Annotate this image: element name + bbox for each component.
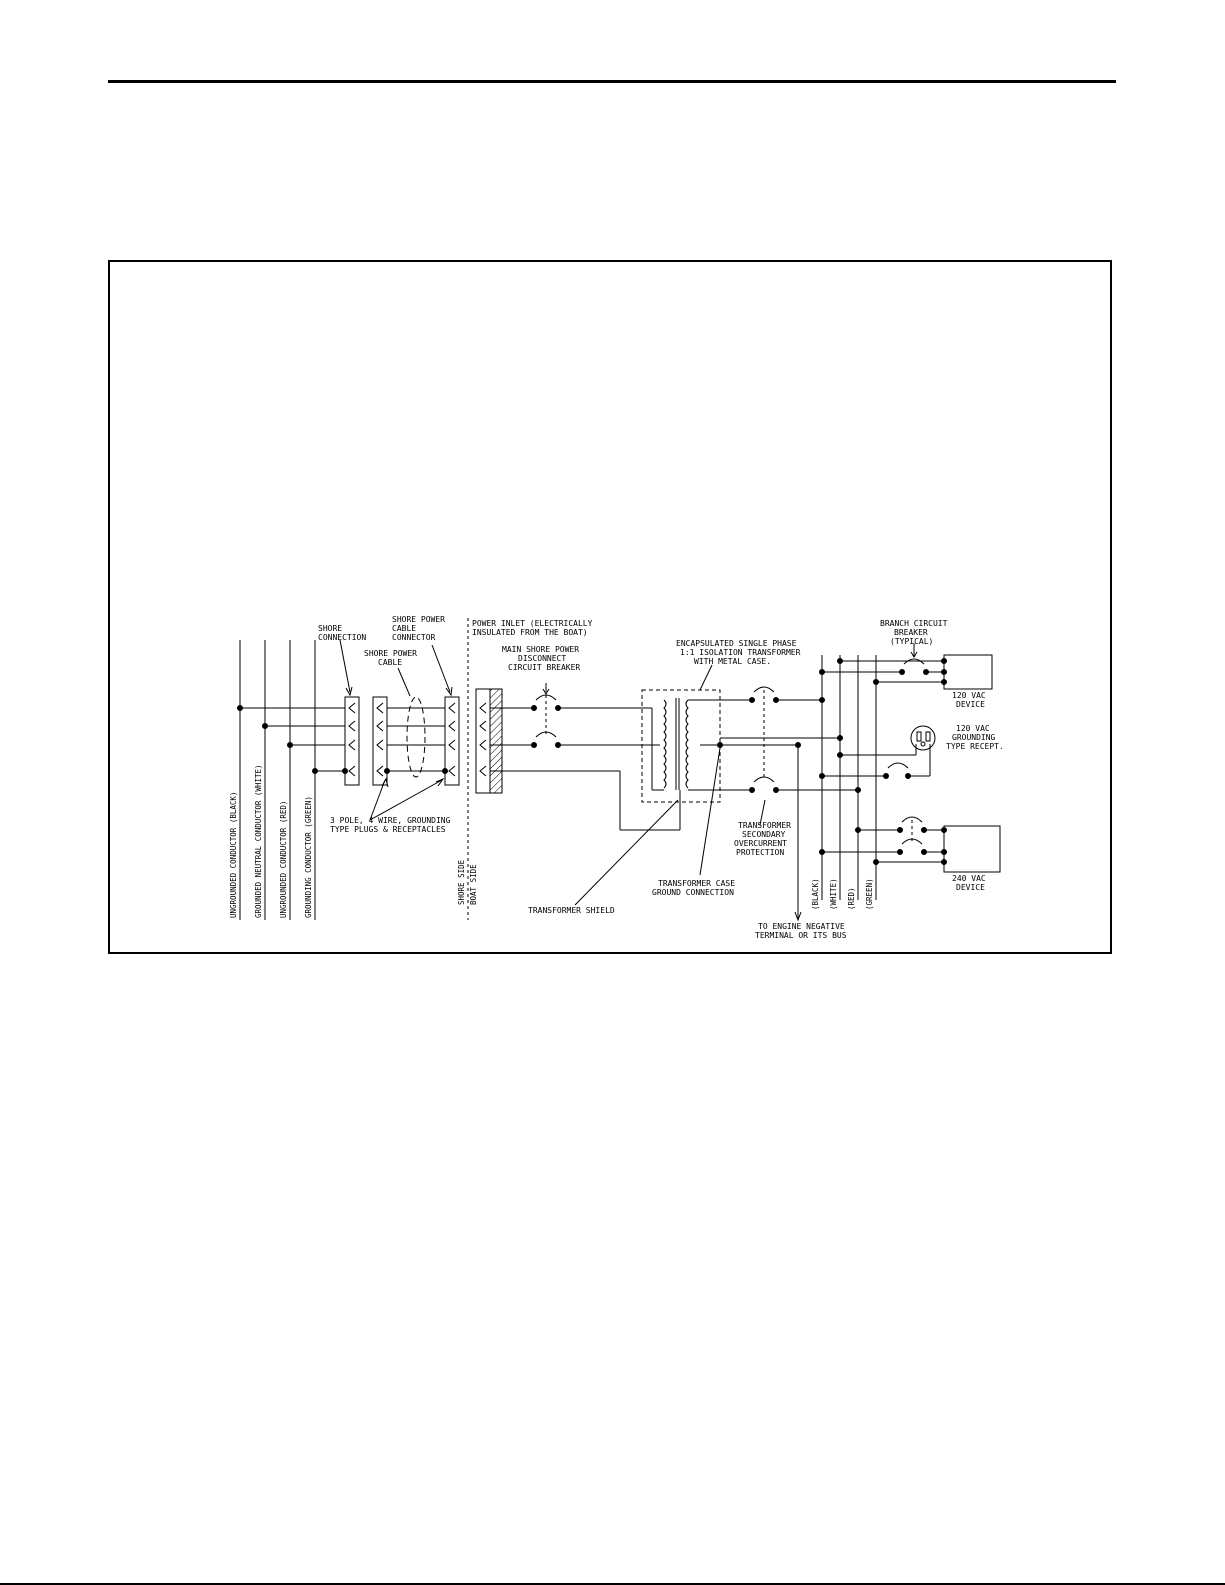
branch-120-device [819,643,993,690]
label-power-inlet-2: INSULATED FROM THE BOAT) [472,628,588,637]
label-main-breaker-3: CIRCUIT BREAKER [508,663,580,672]
branch-240-device [819,816,1001,873]
header-rule [108,80,1116,83]
label-device-240-1: 240 VAC [952,874,986,883]
label-shore-connection-2: CONNECTION [318,633,366,642]
label-bus-white: (WHITE) [829,878,838,910]
shore-conductors [239,640,316,920]
label-device-120-1: 120 VAC [952,691,986,700]
engine-negative-lead [720,742,802,922]
label-transformer-1: ENCAPSULATED SINGLE PHASE [676,639,797,648]
label-conductor-green: GROUNDING CONDUCTOR (GREEN) [304,796,313,918]
label-shore-power-cable-2: CABLE [378,658,402,667]
label-branch-breaker-2: BREAKER [894,628,928,637]
boat-buses [819,655,877,900]
label-boat-side: BOAT SIDE [469,864,478,905]
label-branch-breaker-1: BRANCH CIRCUIT [880,619,948,628]
label-receptacle-2: GROUNDING [952,733,996,742]
label-transformer-2: 1:1 ISOLATION TRANSFORMER [680,648,801,657]
label-plugs-1: 3 POLE, 4 WIRE, GROUNDING [330,816,451,825]
label-bus-red: (RED) [847,887,856,910]
label-engine-negative-1: TO ENGINE NEGATIVE [758,922,845,931]
label-plugs-2: TYPE PLUGS & RECEPTACLES [330,825,446,834]
label-case-ground-2: GROUND CONNECTION [652,888,734,897]
label-cable-connector-2: CABLE [392,624,416,633]
footer-rule [0,1583,1225,1585]
primary-feed [558,707,660,746]
main-breaker [531,683,561,748]
label-power-inlet-1: POWER INLET (ELECTRICALLY [472,619,593,628]
figure-frame [108,260,1112,954]
label-secondary-4: PROTECTION [736,848,784,857]
label-conductor-white: GROUNDED NEUTRAL CONDUCTOR (WHITE) [254,764,263,918]
label-main-breaker-2: DISCONNECT [518,654,566,663]
label-secondary-3: OVERCURRENT [734,839,787,848]
branch-120-receptacle [819,725,936,779]
label-device-240-2: DEVICE [956,883,985,892]
label-cable-connector-3: CONNECTOR [392,633,436,642]
label-main-breaker-1: MAIN SHORE POWER [502,645,579,654]
label-branch-breaker-3: (TYPICAL) [890,637,933,646]
label-conductor-red: UNGROUNDED CONDUCTOR (RED) [279,801,288,918]
isolation-transformer [641,689,840,803]
label-secondary-2: SECONDARY [742,830,786,839]
shore-connection-block [344,696,360,786]
label-transformer-shield: TRANSFORMER SHIELD [528,906,615,915]
label-secondary-1: TRANSFORMER [738,821,791,830]
label-conductor-black: UNGROUNDED CONDUCTOR (BLACK) [229,792,238,918]
label-shore-power-cable-1: SHORE POWER [364,649,417,658]
power-inlet [475,688,503,794]
secondary-breaker [749,686,858,793]
inlet-to-breaker [490,707,681,831]
label-bus-black: (BLACK) [811,878,820,910]
label-bus-green: (GREEN) [865,878,874,910]
label-cable-connector-1: SHORE POWER [392,615,445,624]
label-shore-connection-1: SHORE [318,624,342,633]
cable-connector-block [444,696,460,786]
label-device-120-2: DEVICE [956,700,985,709]
shore-power-cable-wires [384,696,448,778]
diagram-labels: SHORE CONNECTION SHORE POWER CABLE CONNE… [229,615,1004,940]
label-receptacle-1: 120 VAC [956,724,990,733]
label-case-ground-1: TRANSFORMER CASE [658,879,735,888]
label-receptacle-3: TYPE RECEPT. [946,742,1004,751]
label-shore-side: SHORE SIDE [457,859,466,905]
shore-taps [237,705,348,774]
label-transformer-3: WITH METAL CASE. [694,657,771,666]
leader-lines [339,639,766,906]
cable-plug-block [372,696,388,786]
label-engine-negative-2: TERMINAL OR ITS BUS [755,931,847,940]
